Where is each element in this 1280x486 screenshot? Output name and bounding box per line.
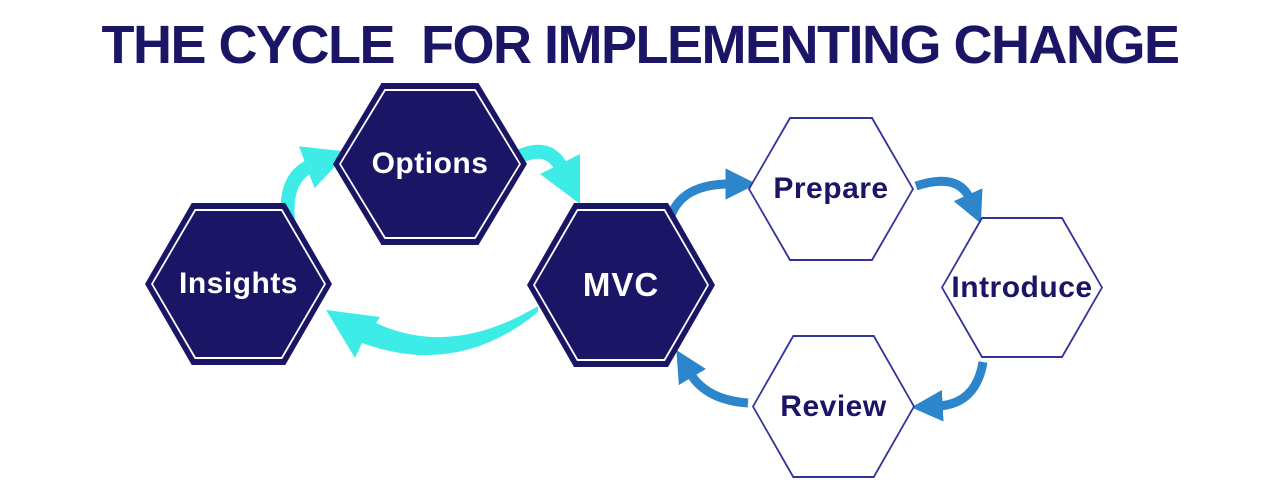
arrow-prepare-to-introduce <box>914 176 983 224</box>
hexagon-insights: Insights <box>145 203 332 365</box>
hexagon-prepare: Prepare <box>748 117 914 261</box>
hexagon-label-options: Options <box>371 147 489 180</box>
hexagon-label-prepare: Prepare <box>773 172 889 205</box>
hexagon-options: Options <box>333 83 527 245</box>
hexagon-review: Review <box>752 335 915 478</box>
arrow-mvc-to-insights <box>326 306 538 358</box>
hexagon-introduce: Introduce <box>941 217 1103 358</box>
arrow-introduce-to-review <box>911 361 988 422</box>
hexagon-label-introduce: Introduce <box>951 270 1093 304</box>
hexagon-fill <box>535 211 707 359</box>
arrow-review-to-mvc <box>676 349 749 408</box>
hexagon-label-review: Review <box>780 389 887 423</box>
page-title: THE CYCLE FOR IMPLEMENTING CHANGE <box>101 15 1180 75</box>
hexagon-label-mvc: MVC <box>582 266 660 303</box>
hexagon-label-insights: Insights <box>178 267 298 300</box>
